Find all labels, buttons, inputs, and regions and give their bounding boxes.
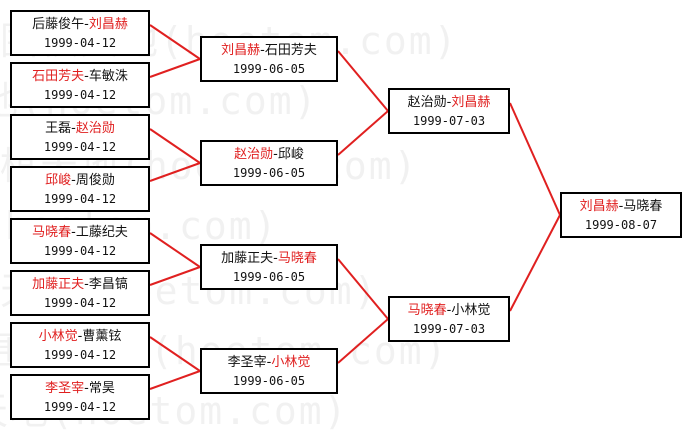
- player-b: 邱峻: [277, 147, 304, 162]
- player-a: 李圣宰: [227, 355, 267, 370]
- connector-line: [337, 318, 389, 364]
- match-date: 1999-07-03: [412, 114, 486, 128]
- connector-line: [149, 24, 201, 60]
- connector-line: [337, 258, 389, 320]
- player-b: 车敏洙: [88, 69, 128, 84]
- player-a: 加藤正夫: [32, 277, 85, 292]
- match-date: 1999-04-12: [43, 400, 117, 414]
- match-date: 1999-04-12: [43, 244, 117, 258]
- player-b: 常昊: [88, 381, 115, 396]
- player-b: 工藤纪夫: [75, 225, 128, 240]
- connector-line: [149, 128, 201, 164]
- player-a: 赵治勋: [407, 95, 447, 110]
- player-b: 马晓春: [623, 199, 663, 214]
- player-a: 小林觉: [38, 329, 78, 344]
- connector-line: [337, 50, 389, 112]
- match-date: 1999-06-05: [232, 374, 306, 388]
- match-date: 1999-04-12: [43, 296, 117, 310]
- match-date: 1999-04-12: [43, 88, 117, 102]
- connector-line: [149, 58, 201, 78]
- match-date: 1999-07-03: [412, 322, 486, 336]
- player-b: 马晓春: [277, 251, 317, 266]
- player-a: 赵治勋: [234, 147, 274, 162]
- player-a: 邱峻: [45, 173, 72, 188]
- connector-line: [509, 214, 561, 312]
- player-b: 刘昌赫: [88, 17, 128, 32]
- player-b: 曹薰铉: [82, 329, 122, 344]
- player-b: 小林觉: [451, 303, 491, 318]
- connector-line: [149, 336, 201, 372]
- player-a: 后藤俊午: [32, 17, 85, 32]
- connector-line: [149, 232, 201, 268]
- player-a: 刘昌赫: [579, 199, 619, 214]
- connector-line: [149, 266, 201, 286]
- player-a: 石田芳夫: [32, 69, 85, 84]
- match-date: 1999-06-05: [232, 166, 306, 180]
- connector-line: [149, 162, 201, 182]
- match-date: 1999-04-12: [43, 348, 117, 362]
- player-b: 小林觉: [271, 355, 311, 370]
- player-a: 王磊: [45, 121, 72, 136]
- player-b: 李昌镐: [88, 277, 128, 292]
- match-date: 1999-06-05: [232, 62, 306, 76]
- player-b: 石田芳夫: [264, 43, 317, 58]
- match-date: 1999-04-12: [43, 140, 117, 154]
- match-date: 1999-04-12: [43, 36, 117, 50]
- player-a: 刘昌赫: [221, 43, 261, 58]
- match-date: 1999-08-07: [584, 218, 658, 232]
- player-a: 马晓春: [32, 225, 72, 240]
- player-a: 马晓春: [407, 303, 447, 318]
- player-b: 周俊勋: [75, 173, 115, 188]
- match-date: 1999-06-05: [232, 270, 306, 284]
- connector-line: [337, 110, 389, 156]
- match-date: 1999-04-12: [43, 192, 117, 206]
- connector-line: [509, 102, 561, 216]
- player-b: 刘昌赫: [451, 95, 491, 110]
- player-b: 赵治勋: [75, 121, 115, 136]
- player-a: 加藤正夫: [221, 251, 274, 266]
- connector-lines: [149, 24, 561, 390]
- connector-line: [149, 370, 201, 390]
- player-a: 李圣宰: [45, 381, 85, 396]
